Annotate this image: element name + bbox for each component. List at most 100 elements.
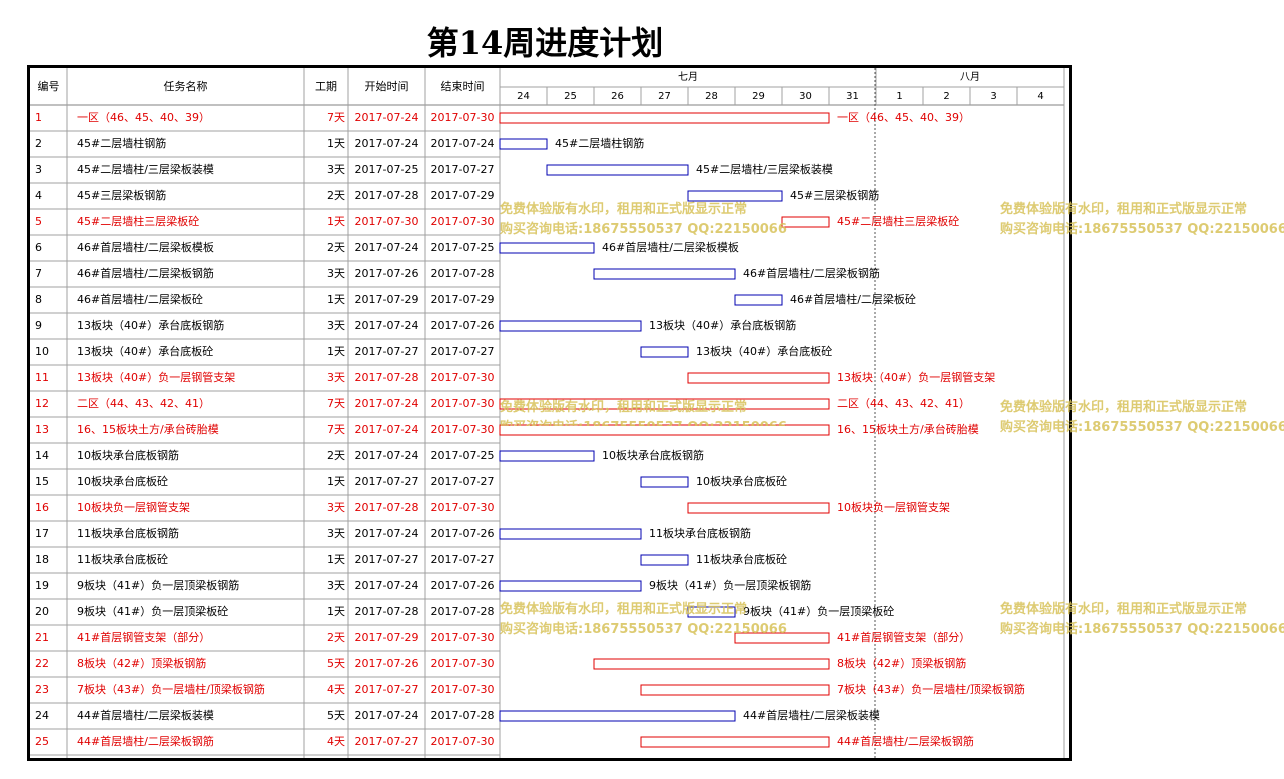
task-end: 2017-07-25 bbox=[431, 449, 495, 462]
task-start: 2017-07-28 bbox=[355, 371, 419, 384]
task-id: 24 bbox=[35, 709, 49, 722]
task-start: 2017-07-24 bbox=[355, 423, 419, 436]
task-end: 2017-07-30 bbox=[431, 683, 495, 696]
task-bar-label: 二区（44、43、42、41） bbox=[837, 397, 970, 410]
task-id: 1 bbox=[35, 111, 42, 124]
task-bar-label: 9板块（41#）负一层顶梁板砼 bbox=[743, 604, 894, 618]
task-duration: 7天 bbox=[327, 111, 345, 124]
task-duration: 3天 bbox=[327, 319, 345, 332]
task-id: 20 bbox=[35, 605, 49, 618]
task-bar-label: 8板块（42#）顶梁板钢筋 bbox=[837, 656, 966, 670]
page-title: 第14周进度计划 bbox=[426, 24, 664, 62]
task-end: 2017-07-30 bbox=[431, 735, 495, 748]
task-bar-label: 13板块（40#）负一层钢管支架 bbox=[837, 370, 995, 384]
task-start: 2017-07-24 bbox=[355, 449, 419, 462]
task-name: 44#首层墙柱/二层梁板装模 bbox=[77, 708, 214, 722]
task-bar-label: 11板块承台底板钢筋 bbox=[649, 526, 751, 540]
task-bar bbox=[499, 424, 830, 436]
task-id: 21 bbox=[35, 631, 49, 644]
task-id: 7 bbox=[35, 267, 42, 280]
task-start: 2017-07-28 bbox=[355, 501, 419, 514]
task-bar-label: 11板块承台底板砼 bbox=[696, 552, 787, 566]
task-id: 13 bbox=[35, 423, 49, 436]
day-label: 24 bbox=[517, 91, 530, 102]
task-id: 25 bbox=[35, 735, 49, 748]
task-start: 2017-07-24 bbox=[355, 709, 419, 722]
task-bar bbox=[687, 606, 736, 618]
task-duration: 5天 bbox=[327, 657, 345, 670]
task-bar-label: 13板块（40#）承台底板砼 bbox=[696, 344, 832, 358]
task-bar bbox=[499, 580, 642, 592]
task-name: 13板块（40#）承台底板钢筋 bbox=[77, 318, 224, 332]
task-bar bbox=[640, 736, 830, 748]
header-id: 编号 bbox=[38, 79, 60, 93]
task-duration: 2天 bbox=[327, 241, 345, 254]
task-end: 2017-07-28 bbox=[431, 267, 495, 280]
task-name: 46#首层墙柱/二层梁板模板 bbox=[77, 240, 214, 254]
task-id: 12 bbox=[35, 397, 49, 410]
day-label: 27 bbox=[658, 91, 671, 102]
task-bar-label: 46#首层墙柱/二层梁板模板 bbox=[602, 240, 739, 254]
task-start: 2017-07-24 bbox=[355, 319, 419, 332]
task-id: 22 bbox=[35, 657, 49, 670]
task-duration: 3天 bbox=[327, 501, 345, 514]
task-bar-label: 46#首层墙柱/二层梁板砼 bbox=[790, 292, 916, 306]
task-bar-label: 44#首层墙柱/二层梁板装模 bbox=[743, 708, 880, 722]
task-name: 46#首层墙柱/二层梁板砼 bbox=[77, 292, 203, 306]
task-start: 2017-07-25 bbox=[355, 163, 419, 176]
task-id: 19 bbox=[35, 579, 49, 592]
task-name: 7板块（43#）负一层墙柱/顶梁板钢筋 bbox=[77, 682, 265, 696]
task-name: 9板块（41#）负一层顶梁板钢筋 bbox=[77, 578, 239, 592]
task-bar bbox=[499, 112, 830, 124]
task-end: 2017-07-26 bbox=[431, 579, 495, 592]
task-name: 44#首层墙柱/二层梁板钢筋 bbox=[77, 734, 214, 748]
header-end: 结束时间 bbox=[441, 80, 485, 93]
task-bar-label: 10板块承台底板钢筋 bbox=[602, 448, 704, 462]
task-end: 2017-07-30 bbox=[431, 111, 495, 124]
task-bar-label: 一区（46、45、40、39） bbox=[837, 111, 970, 124]
task-id: 5 bbox=[35, 215, 42, 228]
task-duration: 1天 bbox=[327, 605, 345, 618]
task-bar bbox=[499, 320, 642, 332]
task-bar bbox=[499, 710, 736, 722]
task-id: 16 bbox=[35, 501, 49, 514]
task-name: 45#二层墙柱三层梁板砼 bbox=[77, 214, 199, 228]
month-label: 七月 bbox=[678, 71, 698, 83]
task-start: 2017-07-27 bbox=[355, 735, 419, 748]
task-start: 2017-07-24 bbox=[355, 241, 419, 254]
task-duration: 4天 bbox=[327, 735, 345, 748]
task-name: 二区（44、43、42、41） bbox=[77, 397, 210, 410]
task-bar-label: 45#二层墙柱钢筋 bbox=[555, 136, 644, 150]
task-end: 2017-07-25 bbox=[431, 241, 495, 254]
task-name: 10板块承台底板砼 bbox=[77, 474, 168, 488]
task-bar-label: 9板块（41#）负一层顶梁板钢筋 bbox=[649, 578, 811, 592]
day-label: 31 bbox=[846, 91, 859, 102]
month-label: 八月 bbox=[960, 71, 980, 83]
task-id: 15 bbox=[35, 475, 49, 488]
task-name: 45#三层梁板钢筋 bbox=[77, 188, 166, 202]
task-end: 2017-07-30 bbox=[431, 371, 495, 384]
task-id: 8 bbox=[35, 293, 42, 306]
task-name: 13板块（40#）负一层钢管支架 bbox=[77, 370, 235, 384]
task-id: 11 bbox=[35, 371, 49, 384]
task-start: 2017-07-24 bbox=[355, 397, 419, 410]
task-end: 2017-07-27 bbox=[431, 163, 495, 176]
task-duration: 3天 bbox=[327, 579, 345, 592]
task-end: 2017-07-27 bbox=[431, 553, 495, 566]
task-bar bbox=[546, 164, 689, 176]
day-label: 3 bbox=[990, 91, 996, 102]
task-bar-label: 45#二层墙柱三层梁板砼 bbox=[837, 214, 959, 228]
task-name: 45#二层墙柱/三层梁板装模 bbox=[77, 162, 214, 176]
day-label: 1 bbox=[896, 91, 902, 102]
task-name: 16、15板块土方/承台砖胎模 bbox=[77, 422, 219, 436]
task-duration: 7天 bbox=[327, 423, 345, 436]
task-start: 2017-07-29 bbox=[355, 293, 419, 306]
task-id: 4 bbox=[35, 189, 42, 202]
task-start: 2017-07-24 bbox=[355, 111, 419, 124]
task-end: 2017-07-30 bbox=[431, 423, 495, 436]
task-id: 14 bbox=[35, 449, 49, 462]
task-end: 2017-07-30 bbox=[431, 501, 495, 514]
task-duration: 3天 bbox=[327, 267, 345, 280]
day-label: 25 bbox=[564, 91, 577, 102]
task-bar-label: 16、15板块土方/承台砖胎模 bbox=[837, 422, 979, 436]
